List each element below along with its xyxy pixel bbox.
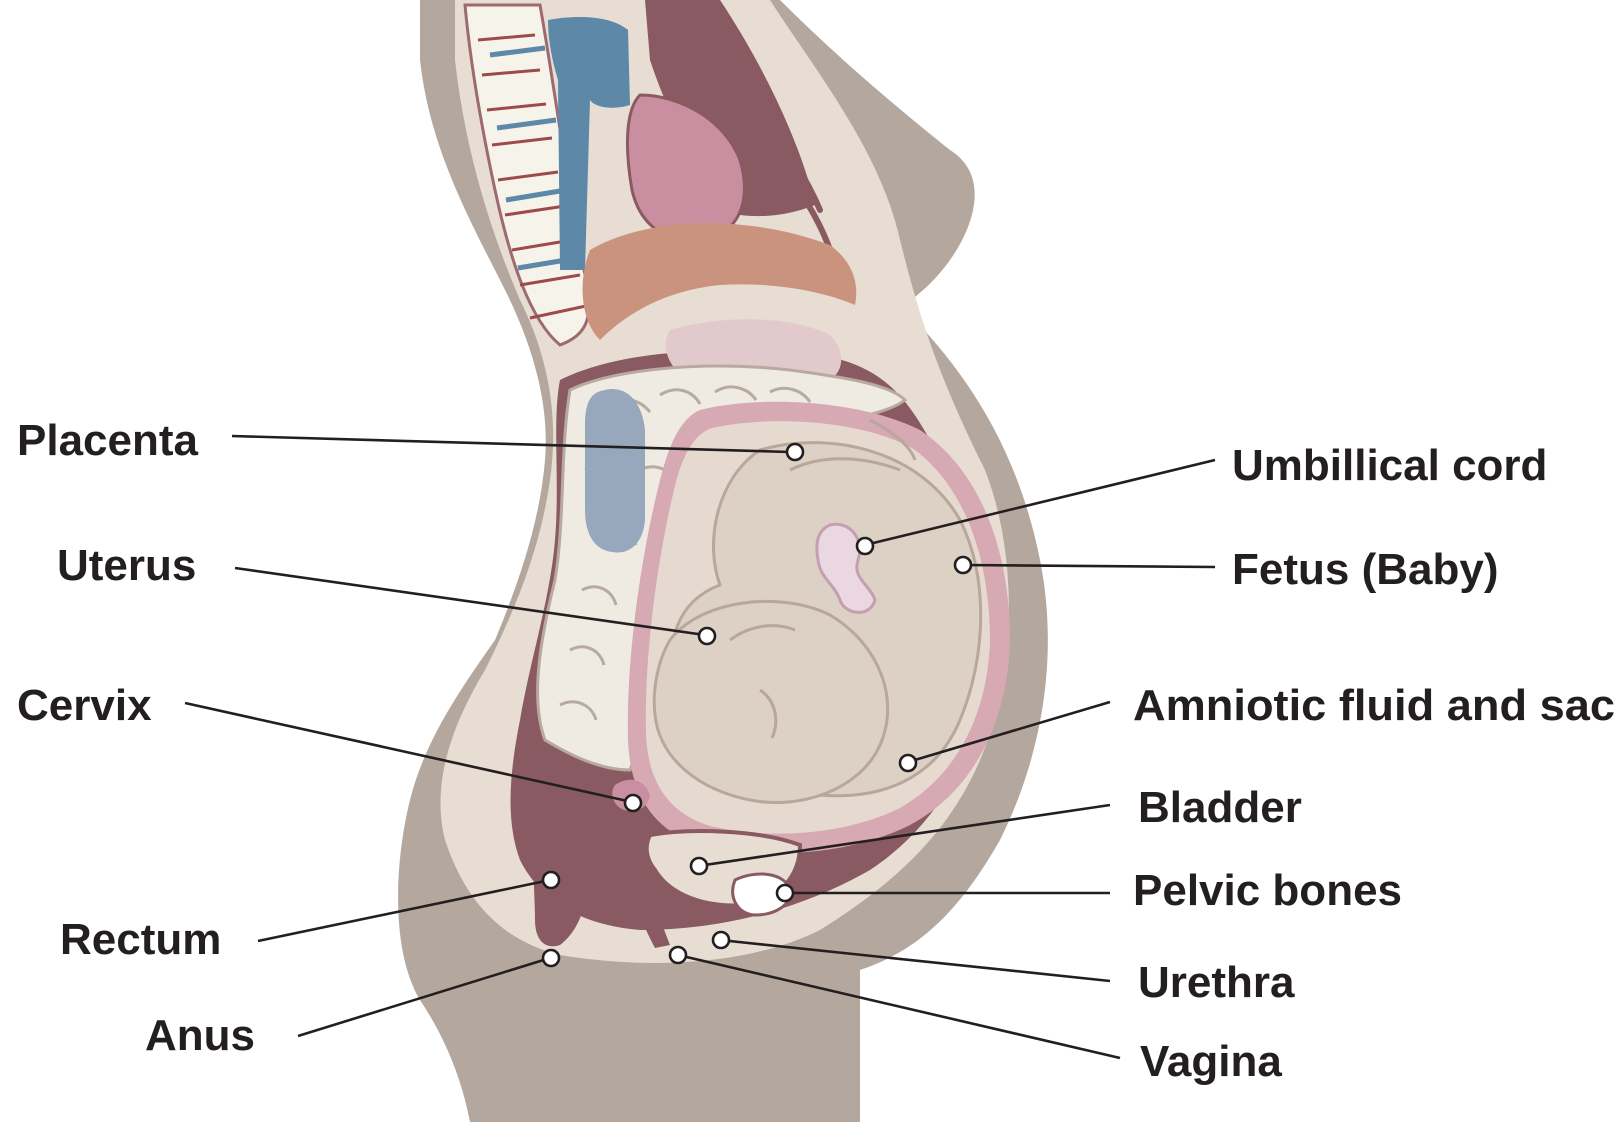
placenta-dot [787,444,803,460]
bladder-dot [691,858,707,874]
anus-label: Anus [145,1011,255,1060]
umbilical-cord-dot [857,538,873,554]
placenta-label: Placenta [17,416,199,465]
amniotic-dot [900,755,916,771]
uterus-label: Uterus [57,541,196,590]
cervix-label: Cervix [17,681,152,730]
pelvic-bones-dot [777,885,793,901]
anus-dot [543,950,559,966]
cervix-dot [625,795,641,811]
urethra-label: Urethra [1138,958,1295,1007]
bladder-label: Bladder [1138,783,1302,832]
body-illustration [398,0,1048,1122]
urethra-dot [713,932,729,948]
uterus-dot [699,628,715,644]
rectum-dot [543,872,559,888]
umbilical-cord-label: Umbillical cord [1232,441,1547,490]
fetus-label: Fetus (Baby) [1232,545,1498,594]
fetus-dot [955,557,971,573]
vagina-dot [670,947,686,963]
placenta-shape [585,389,645,552]
amniotic-label: Amniotic fluid and sac [1133,681,1615,730]
pelvic-bones-label: Pelvic bones [1133,866,1402,915]
rectum-label: Rectum [60,915,221,964]
vagina-label: Vagina [1140,1037,1282,1086]
